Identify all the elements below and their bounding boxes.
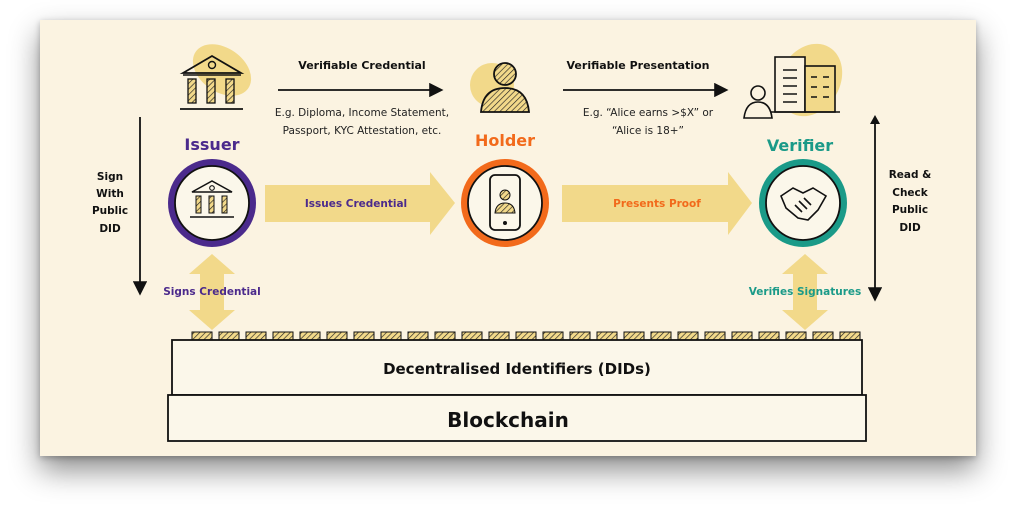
side-label-line: Check	[892, 187, 929, 199]
smartphone-icon	[489, 174, 521, 231]
block	[839, 331, 861, 341]
credential-example-line1: E.g. Diploma, Income Statement,	[275, 107, 449, 119]
side-label-line: DID	[899, 222, 921, 234]
block	[596, 331, 618, 341]
holder-title: Holder	[475, 131, 535, 150]
block	[461, 331, 483, 341]
verifies-signatures-label: Verifies Signatures	[749, 286, 862, 298]
block	[812, 331, 834, 341]
block	[731, 331, 753, 341]
bank-icon	[179, 44, 252, 110]
handshake-icon	[780, 187, 828, 221]
block	[569, 331, 591, 341]
block	[326, 331, 348, 341]
verifier-title: Verifier	[767, 136, 833, 155]
issues-credential-arrow	[265, 172, 455, 235]
block	[245, 331, 267, 341]
bank-icon	[190, 180, 234, 218]
blockchain-layer-label: Blockchain	[447, 408, 569, 432]
presentation-example-line2: “Alice is 18+”	[612, 125, 684, 137]
sign-with-public-did-label: Sign With Public DID	[92, 171, 128, 235]
block	[623, 331, 645, 341]
block-row	[191, 331, 861, 341]
issuer-title: Issuer	[184, 135, 239, 154]
block	[704, 331, 726, 341]
person-icon	[470, 62, 530, 113]
arrowhead-up	[870, 115, 880, 124]
dids-layer-label: Decentralised Identifiers (DIDs)	[383, 360, 651, 378]
presents-proof-label: Presents Proof	[613, 198, 701, 210]
presentation-example-line1: E.g. “Alice earns >$X” or	[583, 107, 714, 119]
block	[299, 331, 321, 341]
side-label-line: Sign	[97, 171, 123, 183]
side-label-line: Read &	[889, 169, 932, 181]
verifiable-presentation-label: Verifiable Presentation	[567, 59, 710, 72]
block	[218, 331, 240, 341]
block	[650, 331, 672, 341]
side-label-line: With	[96, 188, 124, 200]
issuer-circle	[168, 159, 256, 247]
side-label-line: Public	[892, 204, 928, 216]
block	[380, 331, 402, 341]
side-label-line: Public	[92, 205, 128, 217]
block	[515, 331, 537, 341]
verifier-circle	[759, 159, 847, 247]
office-building-icon	[743, 43, 843, 119]
block	[542, 331, 564, 341]
verifies-signatures-arrow	[782, 254, 828, 330]
block	[407, 331, 429, 341]
block	[758, 331, 780, 341]
block	[677, 331, 699, 341]
side-label-line: DID	[99, 223, 121, 235]
block	[488, 331, 510, 341]
presents-proof-arrow	[562, 172, 752, 235]
block	[191, 331, 213, 341]
issues-credential-label: Issues Credential	[305, 198, 407, 210]
read-check-public-did-label: Read & Check Public DID	[889, 169, 932, 234]
block	[785, 331, 807, 341]
credential-example-line2: Passport, KYC Attestation, etc.	[283, 125, 442, 137]
block	[272, 331, 294, 341]
signs-credential-arrow	[189, 254, 235, 330]
blockchain-layer	[167, 394, 867, 442]
block	[353, 331, 375, 341]
verifiable-credential-label: Verifiable Credential	[298, 59, 425, 72]
holder-circle	[461, 159, 549, 247]
signs-credential-label: Signs Credential	[163, 286, 260, 298]
block	[434, 331, 456, 341]
